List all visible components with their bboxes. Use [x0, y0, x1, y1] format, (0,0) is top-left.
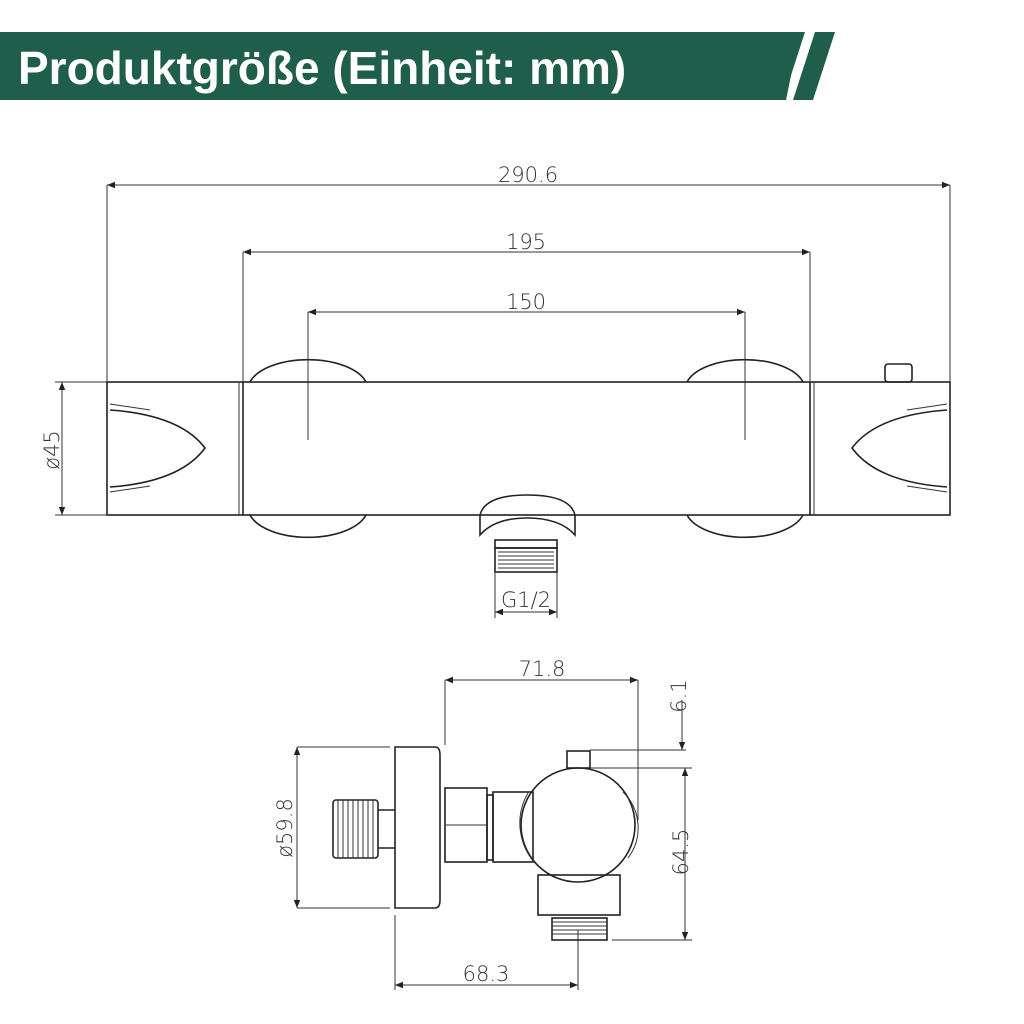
left-handle-grip — [109, 409, 206, 488]
side-view: 71.8 6.1 64.5 ø59.8 68.3 — [273, 657, 693, 990]
header-banner: Produktgröße (Einheit: mm) — [0, 32, 835, 100]
dim-overall-length: 290.6 — [498, 163, 558, 187]
valve-body-circle — [520, 767, 636, 883]
outlet-thread — [494, 547, 558, 573]
dim-knob-height: 6.1 — [667, 679, 691, 712]
valve-body — [106, 381, 951, 516]
right-handle-grip — [851, 409, 948, 488]
dim-inlet-spacing: 150 — [506, 290, 546, 314]
dim-diameter: ø45 — [40, 430, 64, 470]
dim-outlet-thread: G1/2 — [501, 588, 551, 612]
right-inlet-bottom — [686, 514, 804, 539]
safety-button — [884, 363, 913, 383]
banner-stripe — [773, 32, 805, 100]
outlet-collar — [479, 494, 576, 538]
outlet-thread — [551, 917, 608, 941]
dim-mount-diameter: ø59.8 — [273, 798, 297, 858]
wall-thread — [332, 799, 379, 859]
left-inlet-bottom — [249, 514, 367, 539]
dim-cap-distance: 195 — [506, 230, 546, 254]
dim-depth: 71.8 — [519, 657, 566, 681]
dim-outlet-offset: 68.3 — [463, 962, 510, 986]
banner-background — [0, 32, 800, 100]
connector — [492, 791, 534, 863]
front-view: 290.6 195 150 ø45 G1/2 — [40, 163, 951, 618]
safety-button — [566, 750, 591, 769]
banner-stripe — [793, 32, 835, 100]
wall-flange — [394, 746, 441, 909]
page-title: Produktgröße (Einheit: mm) — [18, 42, 626, 94]
outlet-block — [537, 874, 621, 916]
dim-body-height: 64.5 — [669, 829, 693, 876]
